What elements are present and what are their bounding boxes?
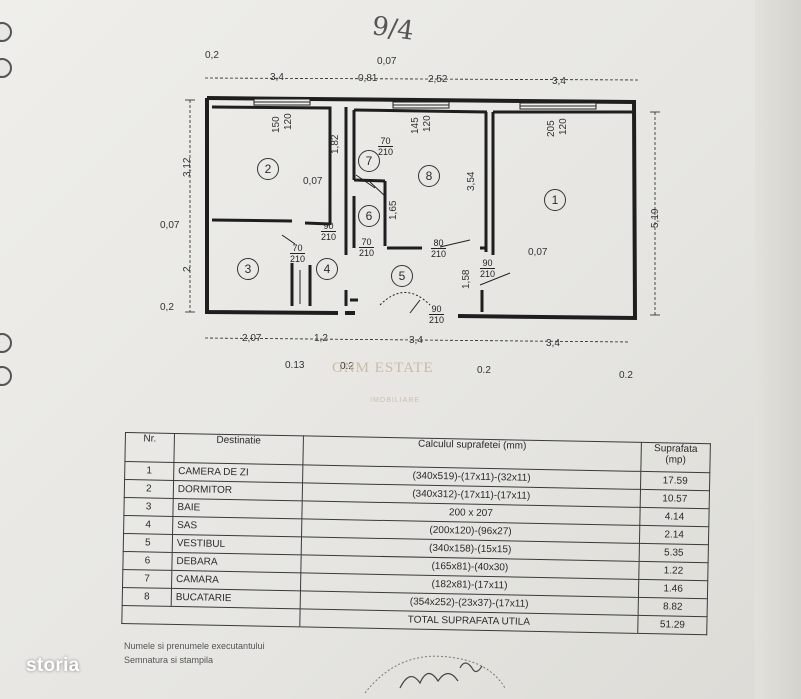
binder-hole [0, 333, 12, 353]
dim-v-182: 1,82 [330, 134, 341, 154]
sheet-edge [755, 0, 801, 699]
header-suprafata: Suprafata (mp) [640, 442, 711, 473]
dim-bot-02c: 0.2 [619, 370, 633, 381]
dim-bot-34b: 3,4 [546, 338, 560, 349]
header-nr: Nr. [124, 432, 175, 463]
dim-v-165: 1,65 [388, 200, 399, 220]
dim-bot-207: 2,07 [242, 333, 262, 344]
dim-in-007b: 0,07 [528, 247, 548, 258]
executant-name-label: Numele si prenumele executantului [124, 641, 265, 651]
binder-hole [0, 22, 12, 42]
window-label-room1-bottom: 120 [558, 118, 569, 135]
dim-right-519: 5,19 [650, 208, 661, 228]
ink-stamp-signature [364, 655, 506, 694]
total-value: 51.29 [637, 615, 708, 635]
room-number-5: 5 [391, 265, 413, 287]
dim-top-34b: 3,4 [552, 76, 566, 87]
dim-v-354: 3,54 [466, 171, 477, 191]
dim-bot-02b: 0.2 [477, 365, 491, 376]
window-label-room1-top: 205 [546, 120, 557, 137]
signature-stamp-label: Semnatura si stampila [124, 655, 214, 665]
dim-bot-02a: 0.2 [340, 361, 354, 372]
dim-bot-34a: 3,4 [409, 335, 423, 346]
area-table: Nr. Destinatie Calculul suprafetei (mm) … [121, 432, 711, 635]
room-number-6: 6 [358, 205, 380, 227]
room-number-4: 4 [316, 258, 338, 280]
window-label-room2-top: 150 [271, 116, 282, 133]
dim-top-007: 0,07 [377, 56, 397, 67]
header-destinatie: Destinatie [173, 433, 304, 465]
room-number-3: 3 [237, 258, 259, 280]
room-number-2: 2 [257, 158, 279, 180]
dim-in-007a: 0,07 [303, 176, 323, 187]
storia-logo: storia [26, 655, 80, 676]
dim-left-02: 0,2 [160, 302, 174, 313]
room-number-7: 7 [358, 150, 380, 172]
window-label-room8-top: 145 [410, 117, 421, 134]
window-label-room8-bottom: 120 [422, 115, 433, 132]
dim-left-2: 2 [182, 266, 193, 272]
dim-left-312: 3,12 [182, 157, 193, 177]
dim-top-252: 2,52 [428, 74, 448, 85]
binder-hole [0, 58, 12, 78]
dim-left-007: 0,07 [160, 220, 180, 231]
dim-top-left-02: 0,2 [205, 50, 219, 61]
dim-bot-12: 1,2 [314, 333, 328, 344]
dim-bot-013: 0.13 [285, 360, 305, 371]
dim-v-158: 1,58 [461, 269, 472, 289]
room-number-8: 8 [418, 165, 440, 187]
room-number-1: 1 [544, 189, 566, 211]
window-label-room2-bottom: 120 [283, 113, 294, 130]
binder-hole [0, 366, 12, 386]
watermark-subtitle: IMOBILIARE [370, 397, 421, 404]
dim-top-081: 0,81 [358, 73, 378, 84]
watermark-logo: GNM ESTATE [332, 360, 434, 376]
dim-top-34a: 3,4 [270, 72, 284, 83]
